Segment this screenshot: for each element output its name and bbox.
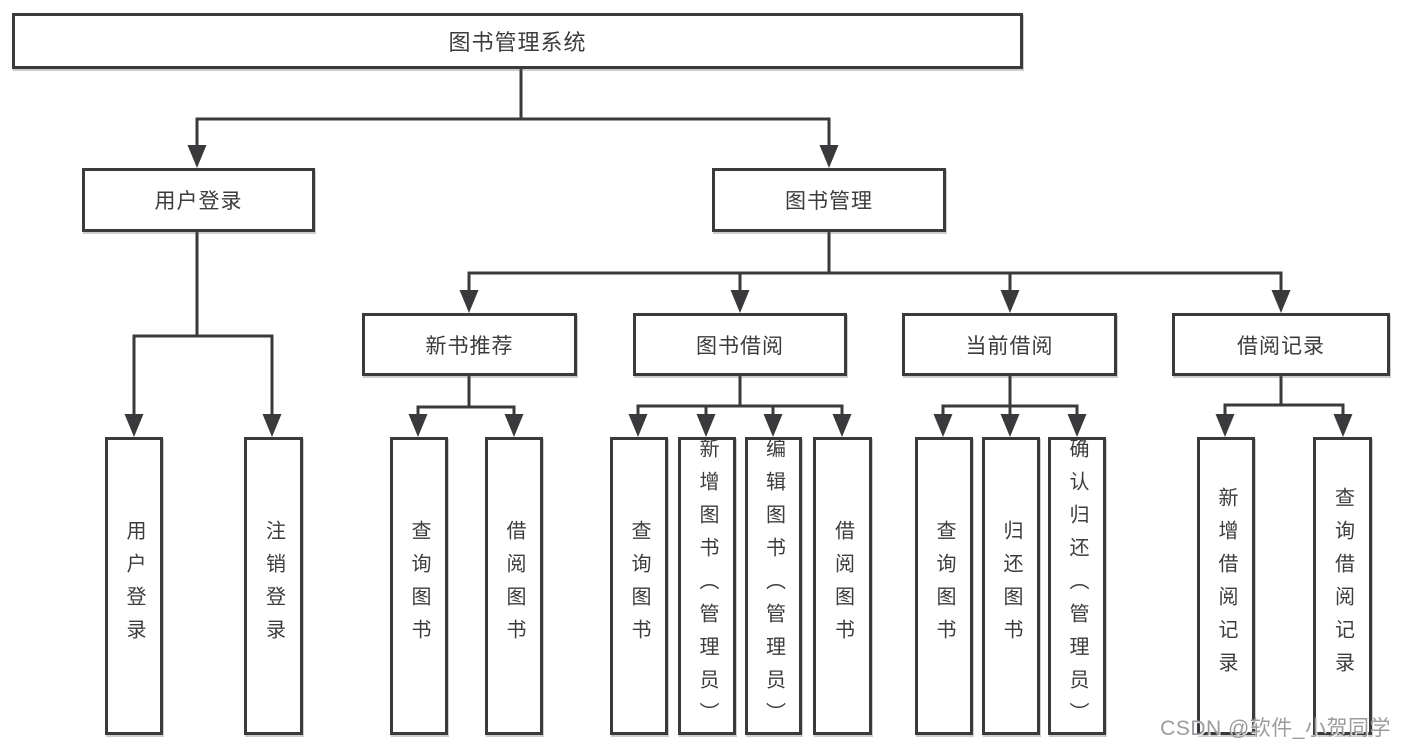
leaf-label: 新增借阅记录 [1215, 487, 1237, 685]
node-borrowing-records: 借阅记录 [1172, 313, 1390, 376]
node-user-login: 用户登录 [82, 168, 315, 232]
leaf-label: 用户登录 [123, 520, 145, 652]
leaf-label: 归还图书 [1000, 520, 1022, 652]
node-book-management: 图书管理 [712, 168, 946, 232]
node-current-borrowing: 当前借阅 [902, 313, 1117, 376]
node-label: 借阅记录 [1237, 334, 1325, 358]
leaf-logout: 注销登录 [244, 437, 303, 735]
node-new-book-recommendation: 新书推荐 [362, 313, 577, 376]
leaf-label: 查询图书 [408, 520, 430, 652]
leaf-label: 借阅图书 [503, 520, 525, 652]
leaf-label: 新增图书（管理员） [696, 437, 718, 735]
leaf-query-books-current: 查询图书 [915, 437, 973, 735]
leaf-user-login: 用户登录 [105, 437, 163, 735]
leaf-borrow-books-recommend: 借阅图书 [485, 437, 543, 735]
leaf-query-books-borrowing: 查询图书 [610, 437, 668, 735]
leaf-query-borrow-record: 查询借阅记录 [1313, 437, 1372, 735]
leaf-label: 查询图书 [933, 520, 955, 652]
leaf-confirm-return-admin: 确认归还（管理员） [1048, 437, 1106, 735]
csdn-watermark: CSDN @软件_小贺同学 [1160, 717, 1391, 740]
node-label: 当前借阅 [965, 334, 1054, 358]
leaf-label: 查询借阅记录 [1331, 487, 1354, 685]
leaf-label: 注销登录 [262, 520, 285, 652]
leaf-label: 借阅图书 [831, 520, 854, 652]
leaf-label: 确认归还（管理员） [1066, 437, 1088, 735]
leaf-label: 编辑图书（管理员） [762, 437, 785, 735]
node-label: 用户登录 [154, 190, 243, 213]
leaf-borrow-books-borrowing: 借阅图书 [813, 437, 872, 735]
node-book-borrowing: 图书借阅 [633, 313, 847, 376]
node-label: 图书管理系统 [448, 30, 587, 55]
leaf-edit-books-admin: 编辑图书（管理员） [745, 437, 802, 735]
node-label: 新书推荐 [425, 334, 514, 358]
node-library-management-system: 图书管理系统 [12, 13, 1023, 69]
leaf-label: 查询图书 [628, 520, 650, 652]
node-label: 图书管理 [785, 190, 873, 213]
leaf-return-books: 归还图书 [982, 437, 1040, 735]
leaf-add-borrow-record: 新增借阅记录 [1197, 437, 1255, 735]
leaf-add-books-admin: 新增图书（管理员） [678, 437, 736, 735]
node-label: 图书借阅 [696, 334, 784, 358]
leaf-query-books-recommend: 查询图书 [390, 437, 448, 735]
